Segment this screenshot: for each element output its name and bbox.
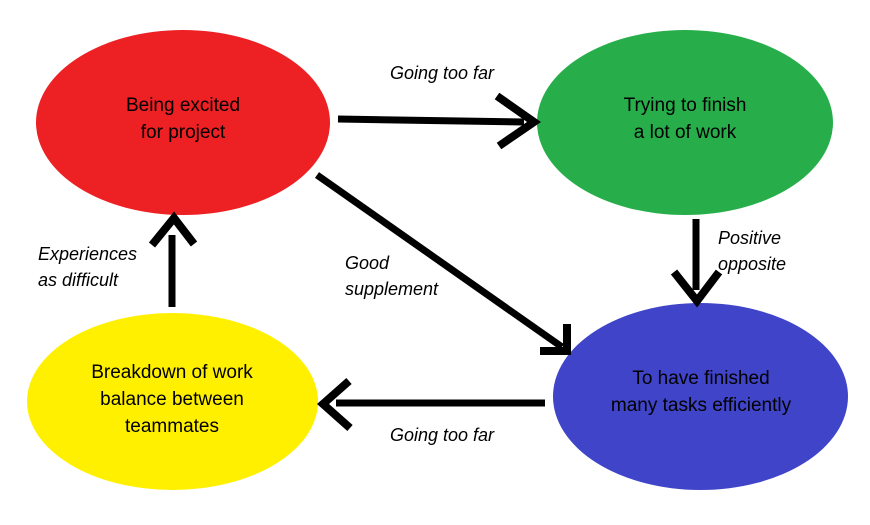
node-finished-tasks[interactable] (553, 303, 848, 490)
node-excited[interactable] (36, 30, 330, 215)
edge-excited-to-finished-tasks[interactable] (314, 172, 571, 355)
node-finish-work[interactable] (537, 30, 833, 215)
edge-excited-to-finish-work[interactable] (337, 92, 542, 150)
edge-finish-work-to-finished-tasks[interactable] (670, 219, 723, 308)
edge-label-good-supplement: Good supplement (345, 253, 439, 300)
edge-label-positive-opposite: Positive opposite (718, 228, 787, 275)
edge-finished-tasks-to-breakdown[interactable] (316, 378, 545, 431)
node-breakdown[interactable] (27, 313, 318, 490)
edge-label-going-too-far-bottom: Going too far (389, 425, 495, 445)
edge-label-experiences-as-difficult: Experiences as difficult (38, 244, 138, 291)
edge-breakdown-to-excited[interactable] (148, 211, 198, 307)
edge-label-going-too-far-top: Going too far (389, 63, 495, 83)
